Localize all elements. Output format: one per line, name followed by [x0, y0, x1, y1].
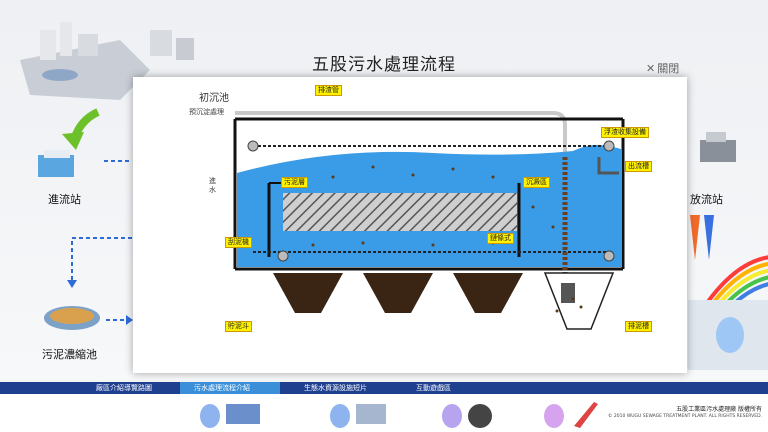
nav-item-process[interactable]: 污水處理流程介紹 [180, 382, 280, 394]
footer: 五股工業區污水處理廠 版權所有 © 2010 WUGU SEWAGE TREAT… [0, 394, 768, 432]
node-outflow-label: 放流站 [690, 193, 723, 206]
nav-item-tour[interactable]: 廠區介紹導覽路圖 [96, 384, 152, 392]
outflow-station-icon [700, 132, 736, 162]
flow-arrows-icon [690, 215, 714, 260]
label-scum-collector: 浮渣收集設備 [601, 127, 649, 138]
mascot-icon [716, 317, 744, 353]
node-inflow-label: 進流站 [48, 193, 81, 206]
label-chain: 鏈條式 [487, 233, 514, 244]
footer-org: 五股工業區污水處理廠 版權所有 [676, 406, 762, 413]
node-sludge-label: 污泥濃縮池 [42, 348, 97, 361]
label-sludge-pit: 排泥槽 [625, 321, 652, 332]
footer-copyright: © 2010 WUGU SEWAGE TREATMENT PLANT. ALL … [608, 414, 762, 419]
map-thumb-icon [226, 404, 260, 424]
nav-item-video[interactable]: 生態水資源設施短片 [304, 384, 367, 392]
slide-icon [574, 402, 598, 428]
green-arrow-head-icon [62, 132, 84, 150]
bottom-nav: 廠區介紹導覽路圖 污水處理流程介紹 生態水資源設施短片 互動遊戲區 [0, 382, 768, 394]
footer-thumbnails [200, 402, 598, 428]
film-reel-icon [468, 404, 492, 428]
drain-pipe [235, 111, 567, 157]
inflow-note: 預沉淀處理 [189, 108, 224, 116]
label-settling: 沉澱區 [523, 177, 550, 188]
factory-illustration [20, 22, 194, 100]
close-icon: ✕ [646, 61, 656, 75]
sediment-layer [283, 193, 517, 231]
sludge-thickener-icon [44, 306, 100, 330]
label-drain-pipe: 排渣管 [315, 85, 342, 96]
page-title: 五股污水處理流程 [312, 55, 456, 75]
side-note: 進水 [209, 177, 216, 194]
label-sludge-hopper: 貯泥斗 [225, 321, 252, 332]
sedimentation-diagram [233, 111, 625, 330]
nav-item-game[interactable]: 互動遊戲區 [416, 384, 451, 392]
sludge-hoppers [273, 273, 523, 313]
process-modal: 初沉池 預沉淀處理 進水 排渣管 浮渣收集設備 出流槽 污泥層 沉澱區 鏈條式 … [133, 77, 687, 373]
tank-name: 初沉池 [199, 93, 229, 104]
label-sediment: 污泥層 [281, 177, 308, 188]
process-thumb-icon [356, 404, 386, 424]
label-scraper: 刮泥機 [225, 237, 252, 248]
inflow-station-icon [38, 150, 74, 177]
sludge-pit [543, 272, 615, 330]
label-effluent: 出流槽 [625, 161, 652, 172]
close-button[interactable]: ✕ 關閉 [646, 60, 679, 76]
mascot-thumb-icon [200, 404, 220, 428]
close-label: 關閉 [657, 62, 680, 75]
